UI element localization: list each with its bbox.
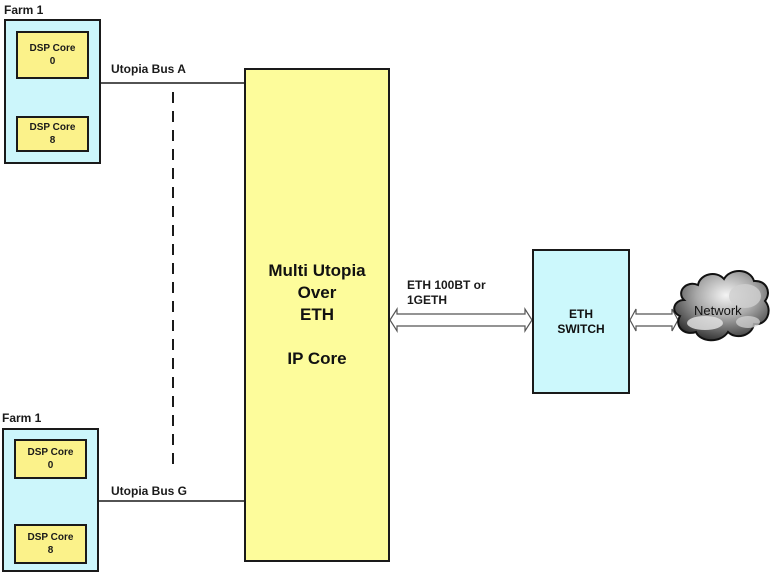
dsp-core-index: 0 [47,460,54,471]
farm-label-top: Farm 1 [4,3,44,17]
ip-core-box: Multi Utopia Over ETH IP Core [244,68,390,562]
farm-label-bottom: Farm 1 [2,411,42,425]
eth-link-double-arrow [389,306,533,334]
ip-core-line-4: IP Core [287,349,347,368]
ip-core-line-2: Over [297,283,337,302]
dsp-core-name: DSP Core [27,447,74,458]
eth-link-label-line-2: 1GETH [407,293,448,307]
eth-link-label: ETH 100BT or 1GETH [407,278,486,308]
network-cloud-icon [673,270,770,342]
eth-link-label-line-1: ETH 100BT or [407,278,486,292]
network-link-double-arrow [629,308,679,332]
dsp-core-index: 8 [49,135,56,146]
network-label: Network [694,303,742,318]
dsp-core-index: 0 [49,56,56,67]
dsp-core-8-bottom: DSP Core 8 [14,524,87,564]
dsp-core-8-top: DSP Core 8 [16,116,89,152]
dsp-core-index: 8 [47,545,54,556]
utopia-bus-g-label: Utopia Bus G [111,484,188,498]
dsp-core-name: DSP Core [27,532,74,543]
ip-core-line-3: ETH [300,305,334,324]
eth-switch-line-2: SWITCH [557,321,605,336]
dsp-core-0-top: DSP Core 0 [16,31,89,79]
dsp-core-0-bottom: DSP Core 0 [14,439,87,479]
utopia-bus-a-label: Utopia Bus A [111,62,186,76]
dsp-core-name: DSP Core [29,43,76,54]
eth-switch-line-1: ETH [569,306,593,321]
ip-core-line-1: Multi Utopia [268,261,366,280]
eth-switch-box: ETH SWITCH [532,249,630,394]
dsp-core-name: DSP Core [29,122,76,133]
